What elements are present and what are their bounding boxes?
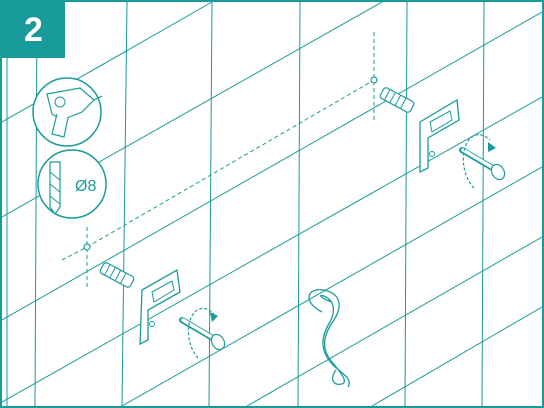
bracket-icon <box>420 100 459 172</box>
drill-bit-size-label: Ø8 <box>75 178 96 195</box>
drill-hole-mark <box>371 77 377 83</box>
wall-plug-icon <box>99 262 135 289</box>
bracket-icon <box>140 270 180 344</box>
step-number-badge: 2 <box>2 2 65 58</box>
wall-plug-icon <box>379 87 415 114</box>
drill-hole-mark <box>84 244 90 250</box>
drill-bit-icon: Ø8 <box>38 150 106 218</box>
drilling-guide-lines <box>62 32 374 287</box>
cable-icon <box>309 290 349 387</box>
screw-icon <box>462 150 507 182</box>
power-drill-icon <box>33 78 102 146</box>
